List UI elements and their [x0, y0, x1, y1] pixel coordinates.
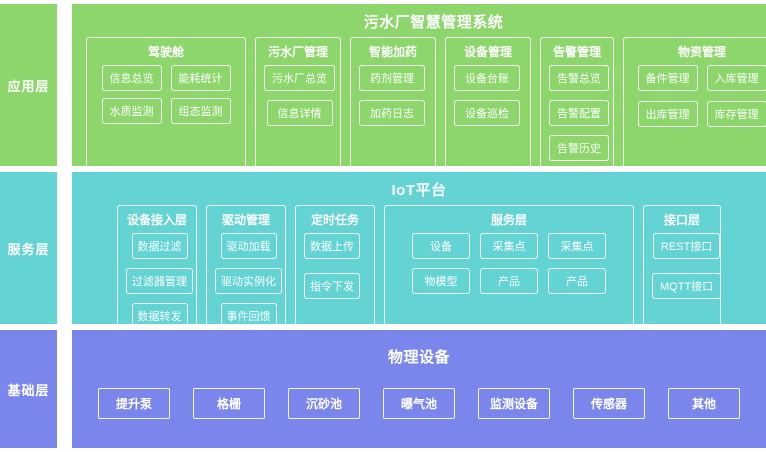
device-lift-pump[interactable]: 提升泵: [98, 388, 170, 419]
module-outbound-management[interactable]: 出库管理: [637, 101, 698, 127]
module-product-1[interactable]: 产品: [480, 268, 538, 294]
group-title-material-management: 物资管理: [677, 45, 726, 59]
group-interface-layer: 接口层 REST接口 MQTT接口: [643, 205, 722, 337]
module-info-details[interactable]: 信息详情: [266, 100, 333, 126]
group-service-layer: 服务层 设备 采集点 采集点 物模型 产品 产品: [384, 205, 634, 337]
module-data-upload[interactable]: 数据上传: [304, 233, 360, 259]
module-collection-point-2[interactable]: 采集点: [548, 233, 606, 259]
application-layer: 应用层 污水厂智慧管理系统 驾驶舱 信息总览 能耗统计 水质监测 组态监测 污水…: [0, 4, 766, 169]
layer-tag-service: 服务层: [0, 172, 57, 324]
module-energy-statistics[interactable]: 能耗统计: [170, 65, 231, 91]
group-device-access-layer: 设备接入层 数据过滤 过滤器管理 数据转发: [117, 205, 197, 337]
module-collection-point-1[interactable]: 采集点: [480, 233, 538, 259]
module-water-quality-monitoring[interactable]: 水质监测: [101, 98, 162, 124]
module-product-2[interactable]: 产品: [548, 268, 606, 294]
module-alarm-configuration[interactable]: 告警配置: [549, 100, 609, 126]
group-items-smart-dosing: 药剂管理 加药日志: [359, 65, 427, 126]
device-monitoring-equipment[interactable]: 监测设备: [478, 388, 550, 419]
device-other[interactable]: 其他: [668, 388, 740, 419]
service-groups: 设备接入层 数据过滤 过滤器管理 数据转发 驱动管理 驱动加载 驱动实例化 事件…: [72, 205, 766, 347]
module-device[interactable]: 设备: [412, 233, 470, 259]
group-title-plant-management: 污水厂管理: [267, 45, 328, 59]
group-items-driver-management: 驱动加载 驱动实例化 事件回馈: [215, 233, 282, 329]
module-alarm-overview[interactable]: 告警总览: [549, 65, 609, 91]
module-mqtt-interface[interactable]: MQTT接口: [652, 273, 722, 299]
application-panel: 污水厂智慧管理系统 驾驶舱 信息总览 能耗统计 水质监测 组态监测 污水厂管理 …: [72, 4, 766, 169]
module-command-dispatch[interactable]: 指令下发: [304, 273, 360, 299]
module-rest-interface[interactable]: REST接口: [652, 233, 721, 259]
group-smart-dosing: 智能加药 药剂管理 加药日志: [350, 37, 436, 169]
group-title-equipment-management: 设备管理: [463, 45, 512, 59]
service-panel-title: IoT平台: [391, 182, 447, 199]
group-items-alarm-management: 告警总览 告警配置 告警历史: [549, 65, 609, 161]
group-items-scheduled-tasks: 数据上传 指令下发: [304, 233, 366, 299]
module-equipment-ledger[interactable]: 设备台账: [454, 65, 520, 91]
module-driver-instantiation[interactable]: 驱动实例化: [215, 268, 282, 294]
module-dosing-log[interactable]: 加药日志: [359, 100, 425, 126]
base-devices: 提升泵 格栅 沉砂池 曝气池 监测设备 传感器 其他: [72, 373, 766, 448]
module-equipment-inspection[interactable]: 设备巡检: [454, 100, 520, 126]
group-alarm-management: 告警管理 告警总览 告警配置 告警历史: [540, 37, 614, 169]
module-reagent-management[interactable]: 药剂管理: [359, 65, 425, 91]
module-data-forwarding[interactable]: 数据转发: [131, 303, 188, 329]
module-inbound-management[interactable]: 入库管理: [706, 65, 766, 91]
base-panel: 物理设备 提升泵 格栅 沉砂池 曝气池 监测设备 传感器 其他: [72, 330, 766, 448]
device-sensor[interactable]: 传感器: [573, 388, 645, 419]
group-driver-management: 驱动管理 驱动加载 驱动实例化 事件回馈: [206, 205, 286, 337]
layer-tag-application: 应用层: [0, 4, 57, 166]
base-layer: 基础层 物理设备 提升泵 格栅 沉砂池 曝气池 监测设备 传感器 其他: [0, 330, 766, 448]
module-data-filtering[interactable]: 数据过滤: [131, 233, 188, 259]
service-panel: IoT平台 设备接入层 数据过滤 过滤器管理 数据转发 驱动管理 驱动加载 驱动…: [72, 172, 766, 337]
group-title-alarm-management: 告警管理: [552, 45, 601, 59]
device-grille[interactable]: 格栅: [193, 388, 265, 419]
module-inventory-management[interactable]: 库存管理: [706, 101, 766, 127]
spacer: [57, 172, 72, 324]
group-cockpit: 驾驶舱 信息总览 能耗统计 水质监测 组态监测: [86, 37, 246, 169]
module-scada-monitoring[interactable]: 组态监测: [170, 98, 231, 124]
group-title-interface-layer: 接口层: [663, 213, 700, 227]
group-items-cockpit: 信息总览 能耗统计 水质监测 组态监测: [95, 65, 237, 124]
device-grit-chamber[interactable]: 沉砂池: [288, 388, 360, 419]
module-driver-loading[interactable]: 驱动加载: [220, 233, 277, 259]
group-title-cockpit: 驾驶舱: [147, 45, 184, 59]
application-panel-title: 污水厂智慧管理系统: [363, 14, 504, 31]
application-groups: 驾驶舱 信息总览 能耗统计 水质监测 组态监测 污水厂管理 污水厂总览 信息详情: [72, 37, 766, 179]
module-plant-overview[interactable]: 污水厂总览: [264, 65, 335, 91]
group-title-service-layer: 服务层: [490, 213, 527, 227]
group-title-driver-management: 驱动管理: [221, 213, 270, 227]
group-scheduled-tasks: 定时任务 数据上传 指令下发: [295, 205, 375, 337]
group-items-plant-management: 污水厂总览 信息详情: [264, 65, 335, 126]
spacer: [57, 330, 72, 448]
layer-tag-base: 基础层: [0, 330, 57, 448]
group-items-service-layer: 设备 采集点 采集点 物模型 产品 产品: [393, 233, 625, 294]
group-title-smart-dosing: 智能加药: [368, 45, 417, 59]
spacer: [57, 4, 72, 166]
group-items-equipment-management: 设备台账 设备巡检: [454, 65, 522, 126]
module-info-overview[interactable]: 信息总览: [101, 65, 162, 91]
module-event-feedback[interactable]: 事件回馈: [220, 303, 277, 329]
group-items-material-management: 备件管理 入库管理 出库管理 库存管理: [632, 65, 766, 127]
group-plant-management: 污水厂管理 污水厂总览 信息详情: [255, 37, 341, 169]
module-thing-model[interactable]: 物模型: [412, 268, 470, 294]
service-layer: 服务层 IoT平台 设备接入层 数据过滤 过滤器管理 数据转发 驱动管理 驱动加…: [0, 172, 766, 337]
module-alarm-history[interactable]: 告警历史: [549, 135, 609, 161]
device-aeration-tank[interactable]: 曝气池: [383, 388, 455, 419]
group-items-interface-layer: REST接口 MQTT接口: [652, 233, 722, 299]
base-panel-title: 物理设备: [387, 349, 450, 366]
group-material-management: 物资管理 备件管理 入库管理 出库管理 库存管理: [623, 37, 766, 169]
group-title-scheduled-tasks: 定时任务: [310, 213, 359, 227]
group-equipment-management: 设备管理 设备台账 设备巡检: [445, 37, 531, 169]
module-spare-parts-management[interactable]: 备件管理: [637, 65, 698, 91]
module-filter-management[interactable]: 过滤器管理: [126, 268, 193, 294]
group-title-device-access-layer: 设备接入层: [126, 213, 187, 227]
group-items-device-access-layer: 数据过滤 过滤器管理 数据转发: [126, 233, 193, 329]
